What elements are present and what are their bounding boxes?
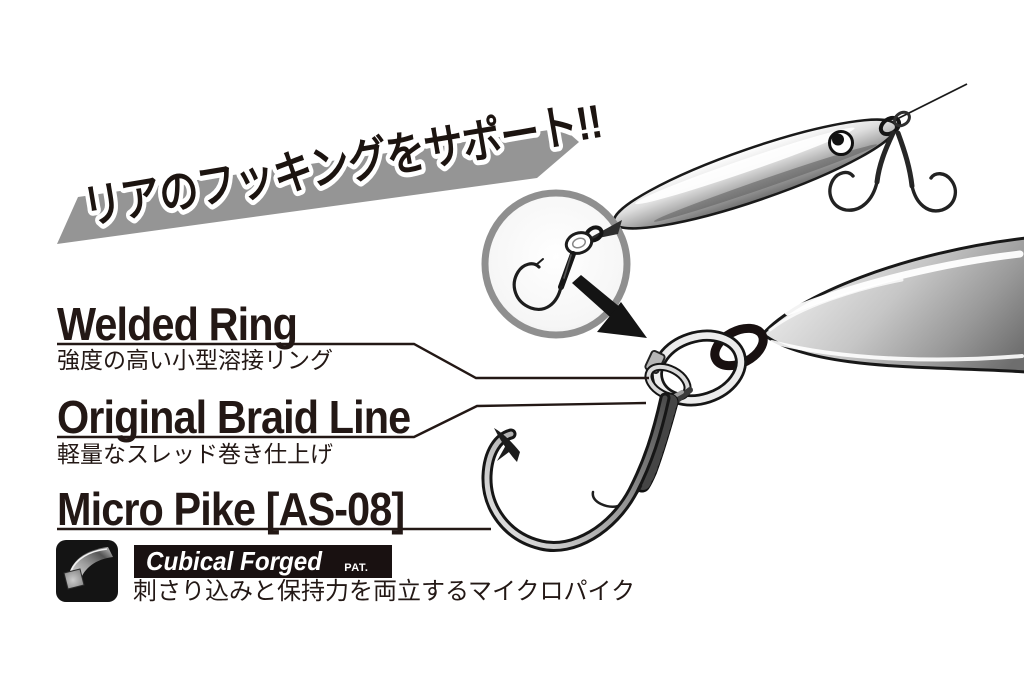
square-wire-icon — [56, 540, 118, 602]
welded-ring-graphic — [644, 329, 748, 407]
label-welded-ring: Welded Ring — [57, 298, 298, 350]
badge-caption: 刺さり込みと保持力を両立するマイクロパイク — [133, 578, 636, 605]
label-micro-pike: Micro Pike [AS-08] — [57, 483, 405, 535]
callout-lines — [57, 342, 649, 531]
magnifier-hook — [512, 251, 576, 311]
magnifier-circle — [481, 189, 631, 339]
callout-line-braid-line — [57, 401, 647, 439]
label-braid-line: Original Braid Line — [57, 391, 411, 443]
badge-pat-label: PAT. — [344, 562, 369, 574]
jig-lure — [612, 118, 898, 230]
braid-wrap — [591, 387, 693, 508]
sublabel-braid-line: 軽量なスレッド巻き仕上げ — [57, 441, 333, 467]
banner-band — [57, 128, 579, 244]
sublabel-welded-ring: 強度の高い小型溶接リング — [57, 347, 333, 373]
badge-label: Cubical Forged — [146, 546, 323, 576]
jig-eye — [828, 130, 854, 156]
big-hook — [481, 392, 671, 552]
cubical-forged-badge: Cubical Forged PAT. — [134, 545, 392, 578]
callout-line-welded-ring — [57, 342, 649, 380]
big-lure — [761, 236, 1024, 374]
assist-hooks — [828, 110, 958, 213]
zoom-arrow — [572, 275, 647, 338]
